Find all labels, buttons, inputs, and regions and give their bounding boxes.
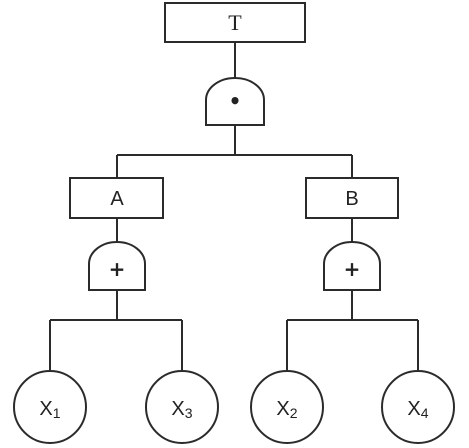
or-gate-b-symbol: +	[344, 257, 361, 281]
basic-event-x2-base: X	[276, 398, 289, 420]
basic-event-x4-base: X	[407, 398, 420, 420]
basic-event-x3-circle	[145, 370, 219, 444]
intermediate-event-a: A	[69, 177, 164, 219]
and-gate: •	[205, 77, 265, 126]
basic-event-x2-circle	[250, 370, 324, 444]
basic-event-x2-label: X2	[276, 398, 297, 421]
basic-event-x3: X3	[145, 370, 219, 444]
basic-event-x4: X4	[381, 370, 455, 444]
basic-event-x2-subscript: 2	[290, 405, 298, 421]
basic-event-x3-label: X3	[171, 398, 192, 421]
basic-event-x4-circle	[381, 370, 455, 444]
basic-event-x1: X1	[13, 370, 87, 444]
or-gate-a-shape	[88, 241, 146, 291]
or-gate-b: +	[323, 241, 381, 291]
basic-event-x3-base: X	[171, 398, 184, 420]
basic-event-x1-base: X	[39, 398, 52, 420]
and-gate-symbol: •	[229, 89, 242, 113]
top-event-box	[164, 2, 306, 43]
top-event-label: T	[228, 10, 242, 35]
event-b-box	[305, 177, 399, 219]
basic-event-x1-subscript: 1	[53, 405, 61, 421]
intermediate-event-b: B	[305, 177, 399, 219]
or-gate-b-shape	[323, 241, 381, 291]
basic-event-x4-subscript: 4	[421, 405, 429, 421]
event-a-label: A	[110, 188, 124, 210]
basic-event-x1-label: X1	[39, 398, 60, 421]
connection-lines	[49, 42, 419, 370]
basic-event-x2: X2	[250, 370, 324, 444]
top-event: T	[164, 2, 306, 43]
event-b-label: B	[345, 188, 358, 210]
or-gate-a: +	[88, 241, 146, 291]
basic-event-x4-label: X4	[407, 398, 428, 421]
event-a-box	[69, 177, 164, 219]
basic-event-x3-subscript: 3	[185, 405, 193, 421]
basic-event-x1-circle	[13, 370, 87, 444]
or-gate-a-symbol: +	[109, 257, 126, 281]
and-gate-shape	[205, 77, 265, 126]
